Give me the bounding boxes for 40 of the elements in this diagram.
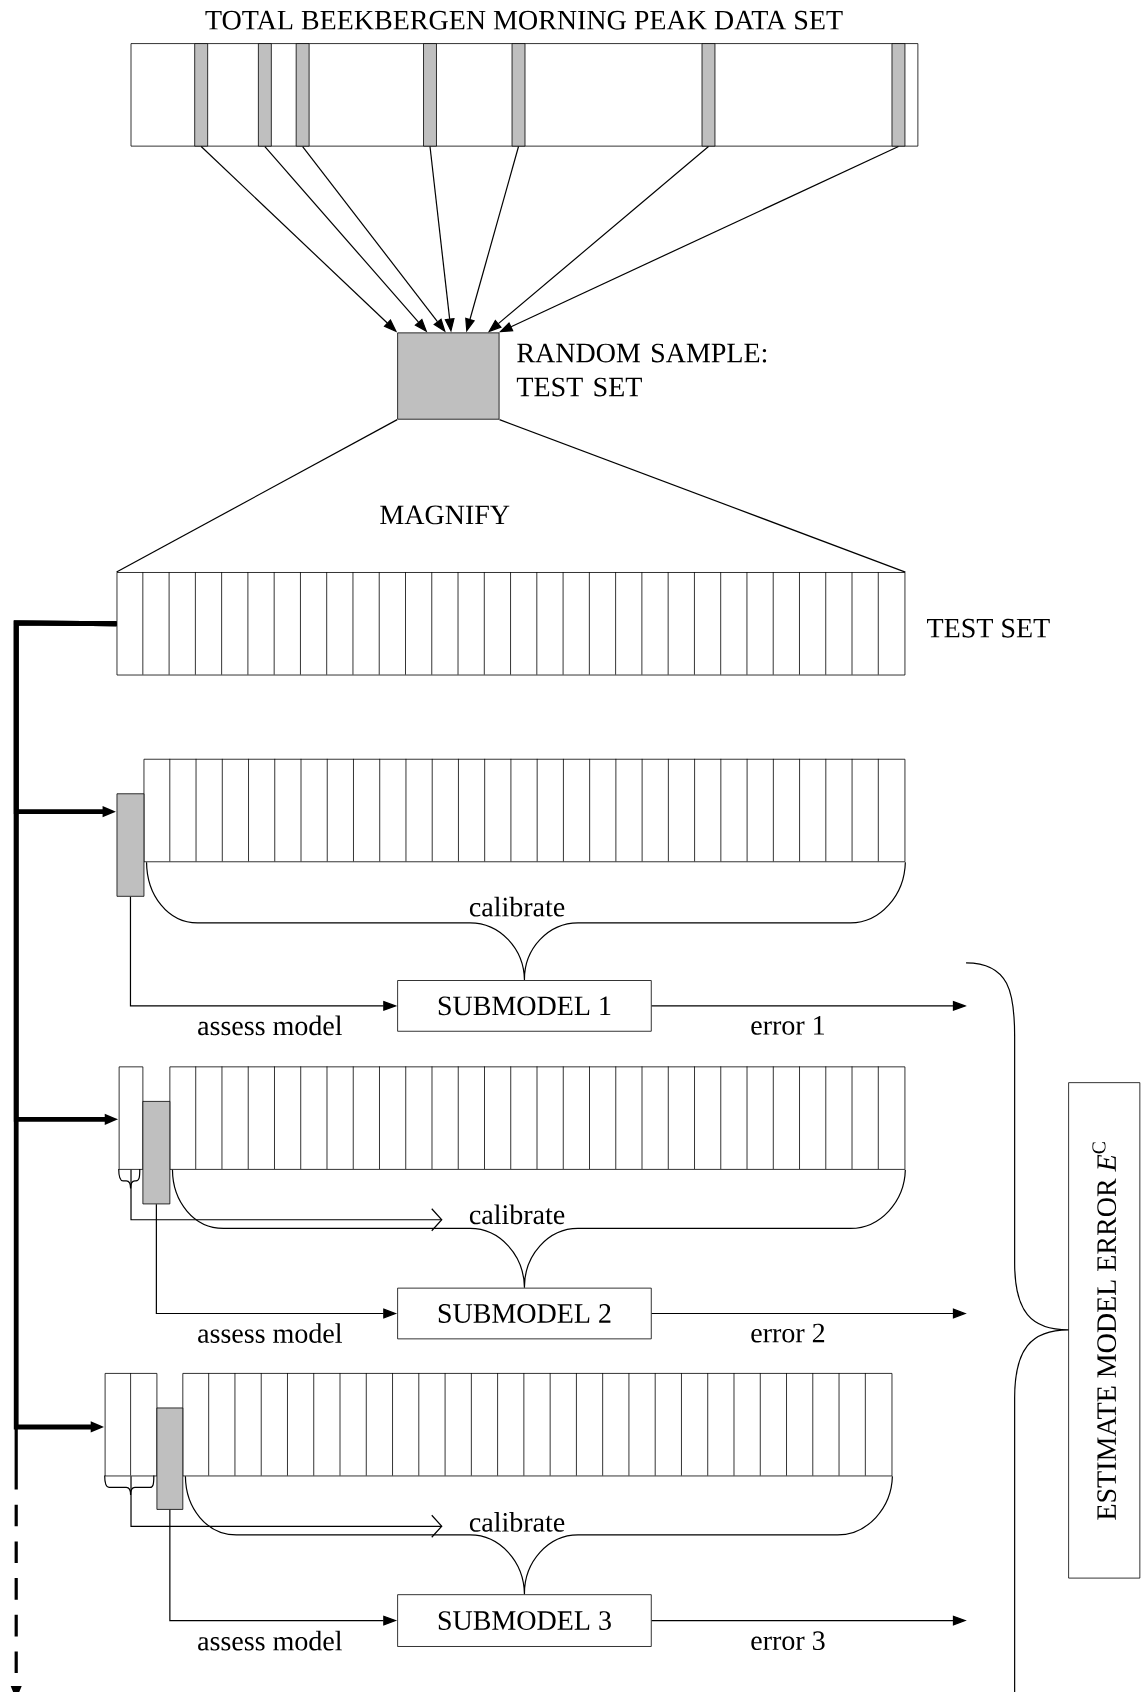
sample-stripe [701,43,716,147]
cell-bar [104,1372,158,1477]
line [116,419,398,573]
magnify-label: MAGNIFY [380,505,510,525]
submodel-box: SUBMODEL 3 [397,1594,652,1647]
submodel-box: SUBMODEL 1 [397,980,652,1032]
line [498,419,906,573]
edge-label: assess model [195,1628,345,1653]
held-out-cell [156,1407,184,1510]
sample-stripe [194,43,209,147]
arrow [130,1169,443,1232]
node-caption: TEST SET [927,618,1050,638]
cell-bar [118,1066,144,1170]
sample-stripe [258,43,272,147]
submodel-box: SUBMODEL 2 [397,1287,652,1340]
edge-label: calibrate [466,1510,568,1534]
cell-bar [182,1372,893,1477]
sample-stripe [511,43,526,147]
node-caption: RANDOM SAMPLE: TEST SET [516,343,767,397]
sample-stripe [423,43,437,147]
held-out-cell [116,793,145,897]
edge-label: calibrate [466,1202,568,1227]
estimate-box: ESTIMATE MODEL ERROR E$^{C}$ [1068,1082,1141,1579]
cell-bar [169,1066,906,1170]
sample-stripe [891,43,906,147]
cell-bar [116,571,906,676]
brace-connector [184,1475,893,1595]
arrow [130,1475,443,1538]
node-label: TOTAL BEEKBERGEN MORNING PEAK DATA SET [205,10,843,30]
brace-connector [171,1169,906,1289]
edge-label: error 2 [748,1321,828,1345]
edge-label: assess model [195,1013,345,1038]
sample-stripe [295,43,310,147]
sample-box [397,332,500,420]
edge-label: error 1 [748,1014,828,1037]
held-out-cell [142,1101,171,1205]
cell-bar [143,758,906,863]
edge-label: error 3 [748,1629,828,1653]
edge-label: calibrate [466,894,568,919]
edge-label: assess model [195,1321,345,1345]
